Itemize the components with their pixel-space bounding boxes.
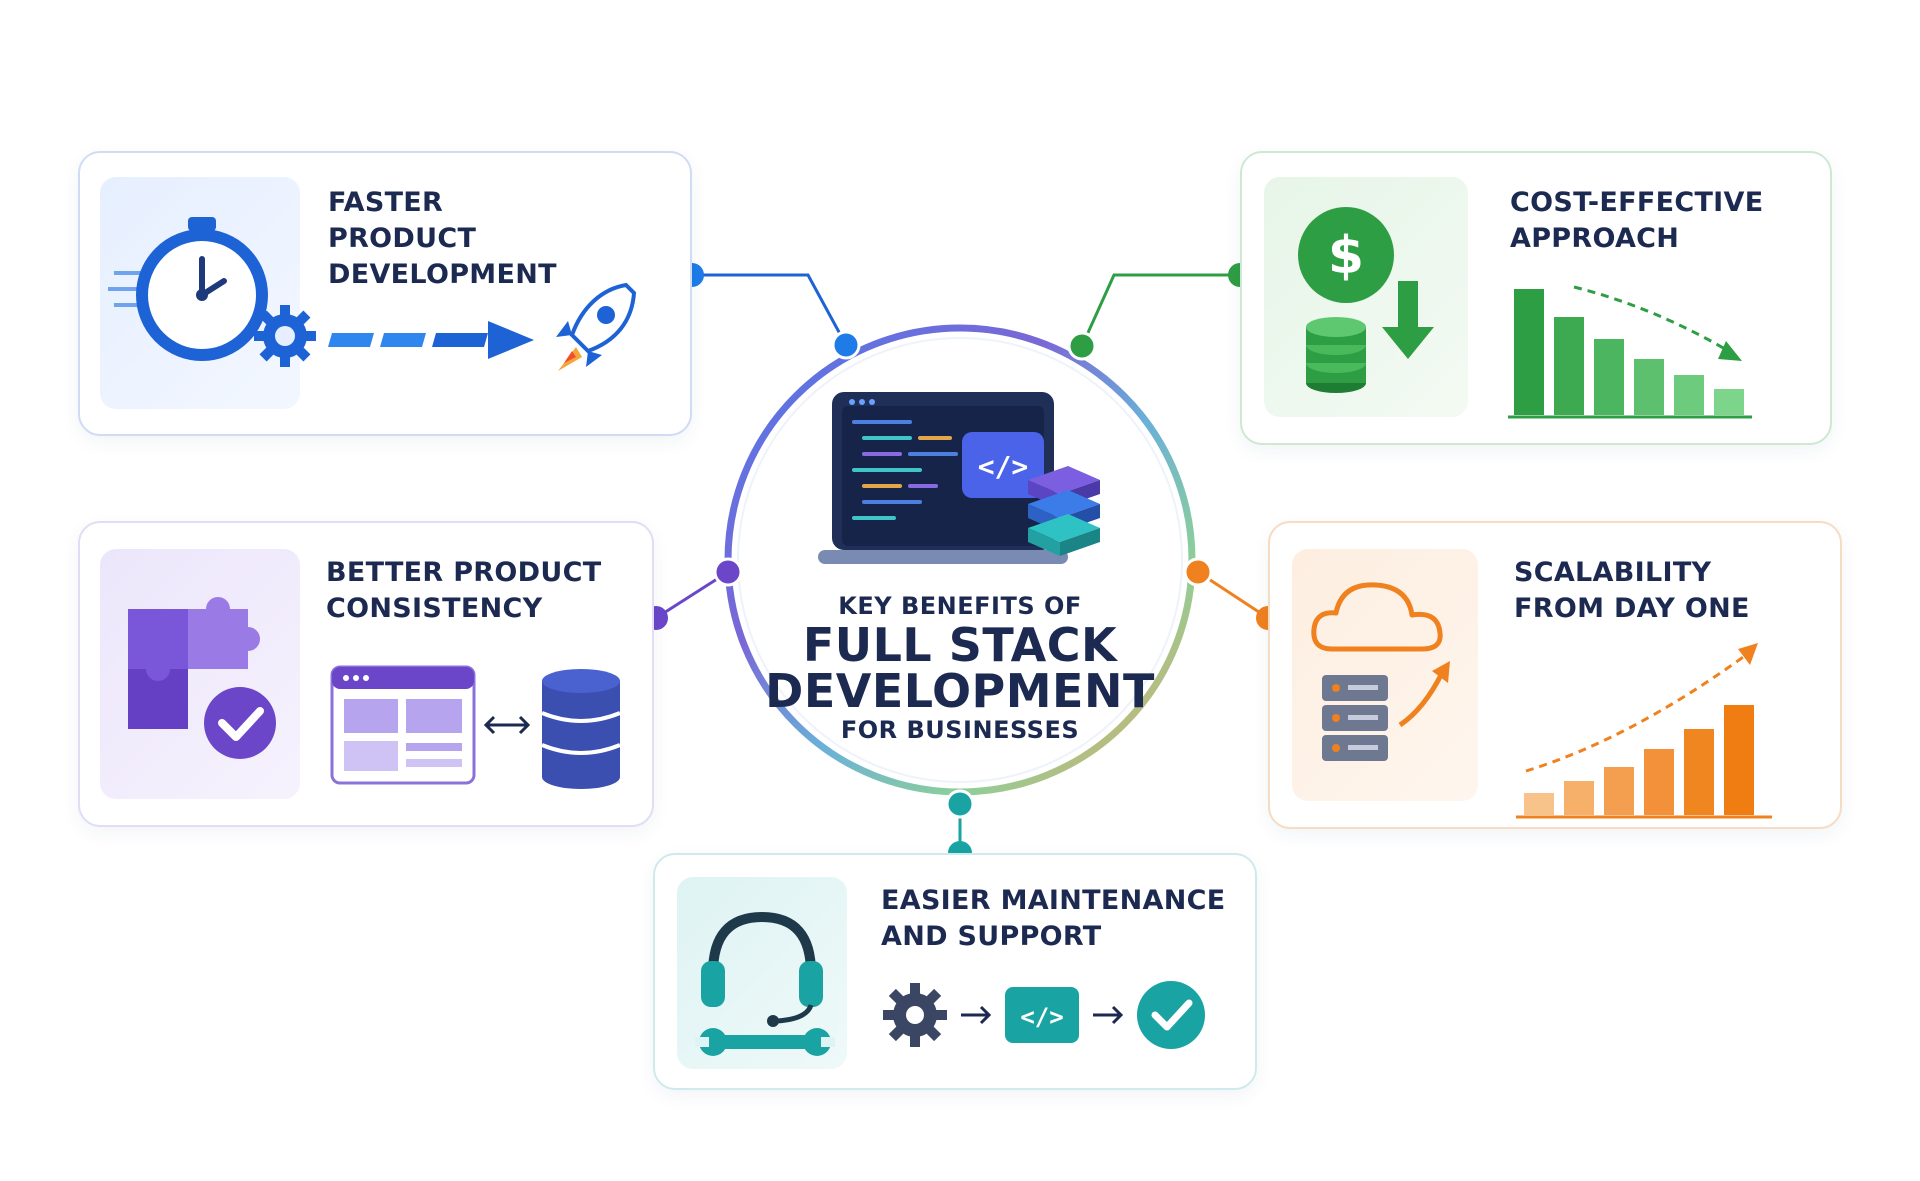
benefit-title: COST-EFFECTIVE APPROACH [1510, 187, 1764, 254]
arrow-right-icon [961, 1005, 992, 1025]
hub-title-line1: FULL STACK [802, 618, 1118, 672]
dollar-coin-icon: $ [1298, 207, 1434, 393]
coin-stack-icon [1306, 317, 1366, 393]
connector-cost [1080, 273, 1240, 347]
hub-title-line2: DEVELOPMENT [765, 664, 1155, 718]
hub-subtitle: FOR BUSINESSES [840, 716, 1080, 744]
stopwatch-icon [108, 217, 268, 361]
svg-text:</>: </> [978, 450, 1029, 483]
server-icon [1322, 675, 1388, 761]
benefit-title: FASTER PRODUCT DEVELOPMENT [328, 187, 557, 290]
database-icon [541, 669, 621, 789]
arrow-right-icon [328, 321, 534, 359]
headset-icon [695, 911, 835, 1056]
down-arrow-icon [1382, 281, 1434, 359]
benefit-card-faster: FASTER PRODUCT DEVELOPMENT [78, 151, 692, 436]
rocket-icon [556, 282, 637, 371]
cloud-icon [1311, 582, 1450, 761]
up-arrow-icon [1398, 661, 1450, 728]
double-arrow-icon [483, 715, 531, 735]
benefit-title: SCALABILITY FROM DAY ONE [1514, 557, 1750, 624]
gear-icon [883, 983, 947, 1047]
check-circle-icon [1137, 981, 1205, 1049]
benefit-card-cost: COST-EFFECTIVE APPROACH $ [1240, 151, 1832, 445]
wrench-icon [695, 1028, 835, 1056]
puzzle-icon [128, 597, 276, 759]
connector-faster [692, 273, 848, 346]
benefit-title: BETTER PRODUCT CONSISTENCY [326, 557, 602, 624]
benefit-card-scalability: SCALABILITY FROM DAY ONE [1268, 521, 1842, 829]
check-circle-icon [204, 687, 276, 759]
gear-icon [254, 305, 316, 367]
svg-text:$: $ [1328, 226, 1364, 286]
laptop-code-icon: </> [818, 392, 1100, 564]
decreasing-bar-chart-icon [1508, 285, 1752, 419]
svg-text:</>: </> [1020, 1003, 1063, 1031]
increasing-bar-chart-icon [1516, 643, 1772, 819]
hub-kicker: KEY BENEFITS OF [838, 592, 1082, 620]
benefit-title: EASIER MAINTENANCE AND SUPPORT [881, 885, 1226, 952]
maintenance-flow: </> [883, 981, 1205, 1049]
browser-window-icon [330, 665, 621, 789]
benefit-card-maintenance: EASIER MAINTENANCE AND SUPPORT [653, 853, 1257, 1090]
benefit-card-consistency: BETTER PRODUCT CONSISTENCY [78, 521, 654, 827]
code-icon: </> [1005, 987, 1079, 1043]
arrow-right-icon [1093, 1005, 1124, 1025]
